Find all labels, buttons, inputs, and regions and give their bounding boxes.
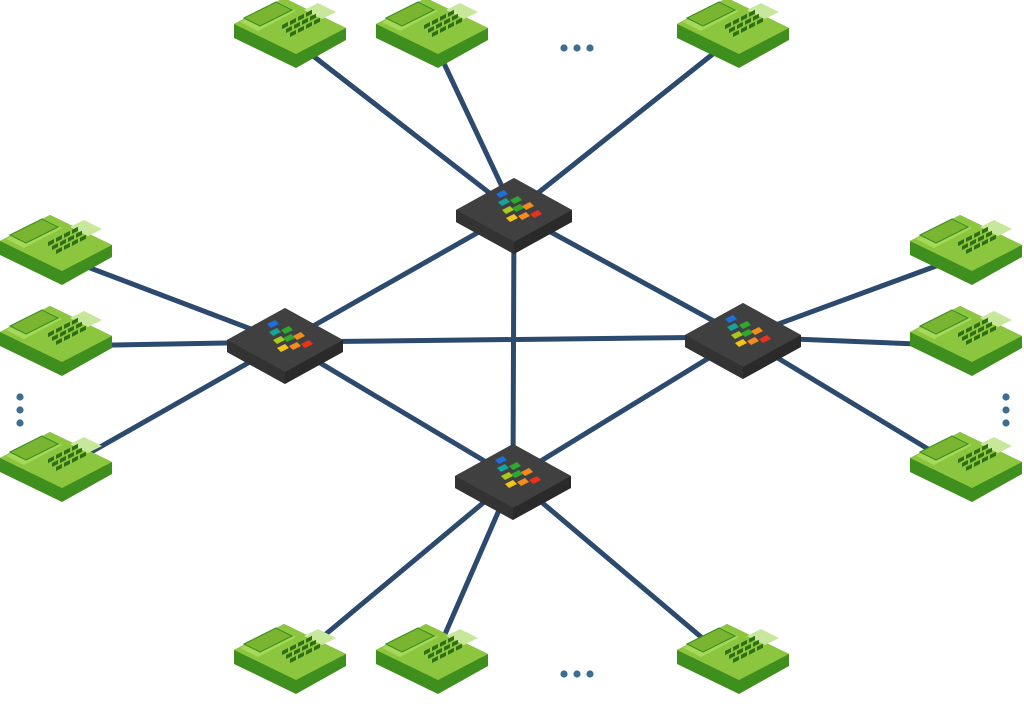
more-right-ellipsis-icon — [1002, 393, 1010, 427]
link-phone-left-1 — [53, 252, 288, 345]
link-switch-right-switch-bottom — [510, 334, 746, 481]
link-phone-bottom-1 — [287, 475, 516, 667]
desk-phone-icon — [233, 0, 347, 69]
links-layer — [53, 35, 969, 667]
link-phone-left-3 — [53, 339, 288, 475]
desk-phone-icon — [375, 0, 489, 69]
more-top-ellipsis-icon — [560, 44, 594, 52]
link-switch-left-switch-right — [282, 334, 746, 345]
desk-phone-icon — [909, 214, 1023, 286]
desk-phone-icon — [676, 0, 790, 69]
desk-phone-icon — [676, 623, 790, 695]
link-phone-top-2 — [429, 35, 517, 215]
link-phone-right-1 — [740, 252, 969, 340]
link-phone-top-1 — [287, 35, 517, 215]
network-switch-icon — [456, 178, 572, 254]
link-switch-top-switch-bottom — [510, 209, 517, 481]
desk-phone-icon — [909, 431, 1023, 503]
more-bottom-ellipsis-icon — [560, 670, 594, 678]
desk-phone-icon — [0, 431, 113, 503]
desk-phone-icon — [909, 305, 1023, 377]
link-phone-top-3 — [511, 35, 736, 215]
more-left-ellipsis-icon — [16, 393, 24, 427]
link-switch-top-switch-left — [282, 209, 517, 345]
desk-phone-icon — [0, 214, 113, 286]
link-switch-left-switch-bottom — [282, 339, 516, 481]
desk-phone-icon — [0, 305, 113, 377]
desk-phone-icon — [375, 623, 489, 695]
ellipsis-layer — [16, 44, 1010, 678]
link-phone-bottom-3 — [510, 475, 736, 667]
